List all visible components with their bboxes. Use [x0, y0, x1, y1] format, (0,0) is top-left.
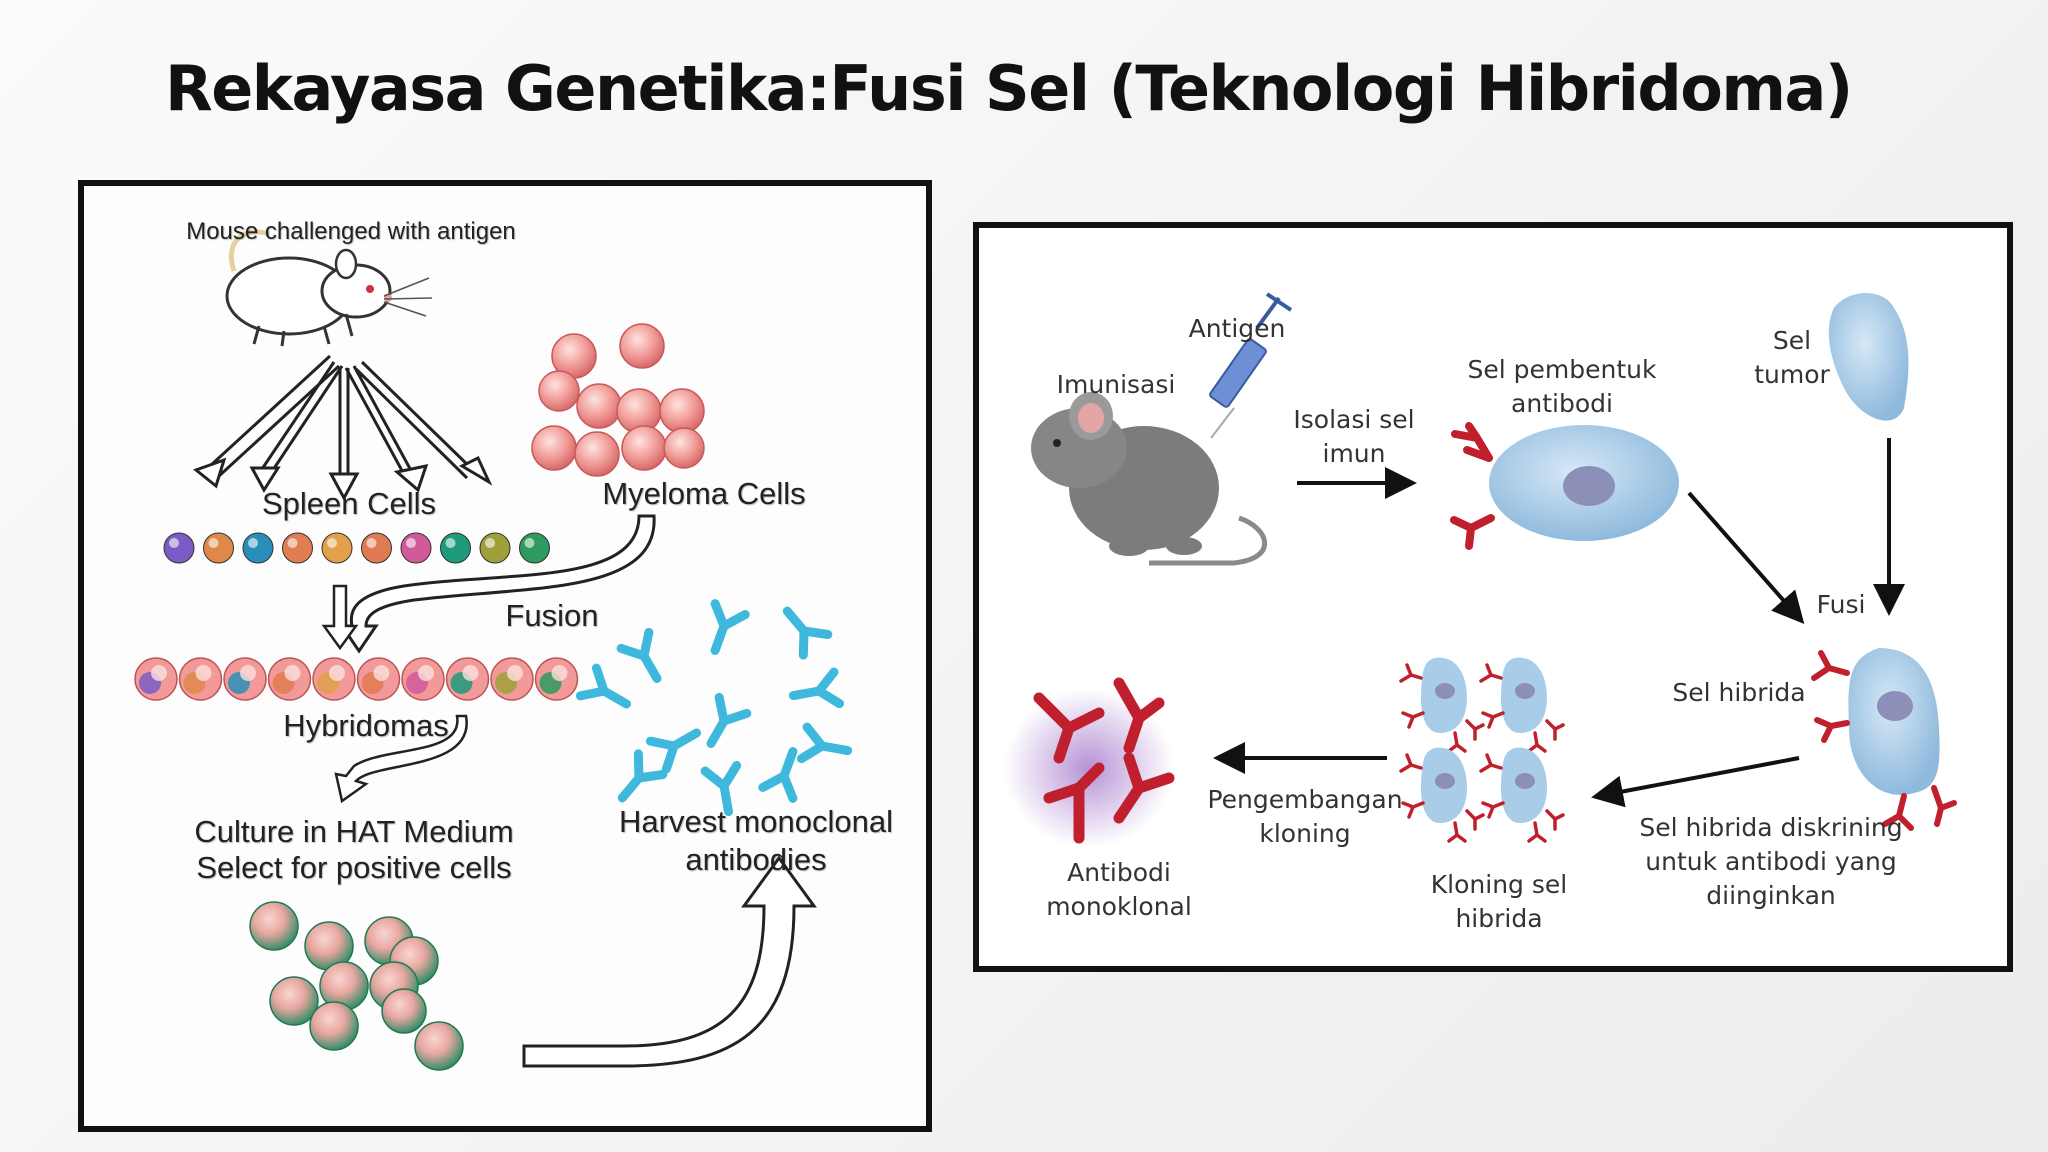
slide-title: Rekayasa Genetika:Fusi Sel (Teknologi Hi…	[165, 52, 1853, 125]
cloned-hybrid-cell	[1399, 657, 1485, 753]
antibody-icon	[706, 692, 752, 749]
antibody-icon	[700, 760, 742, 817]
antibody-icon	[758, 747, 798, 803]
myeloma-cells-label: Myeloma Cells	[602, 476, 806, 511]
spleen-cell	[400, 532, 432, 564]
screened-label-line2: untuk antibodi yang	[1645, 847, 1897, 876]
antibody-cell-label-line1: Sel pembentuk	[1467, 355, 1657, 384]
mouse-label: Mouse challenged with antigen	[186, 218, 516, 245]
fusion-label: Fusion	[505, 598, 599, 633]
immunization-label: Imunisasi	[1056, 370, 1176, 399]
antibody-icon	[788, 667, 845, 709]
antibody-icon	[782, 606, 833, 660]
tumor-label-line2: tumor	[1754, 360, 1830, 389]
development-label-line1: Pengembangan	[1207, 785, 1403, 814]
hybridoma-cells-row	[134, 657, 579, 701]
antibody-producing-cell	[1450, 422, 1679, 550]
antibody-icon	[796, 722, 853, 764]
screened-label-line3: diinginkan	[1706, 881, 1836, 910]
screened-label-line1: Sel hibrida diskrining	[1639, 813, 1903, 842]
antibody-icon	[617, 749, 668, 803]
fusion-arrow	[339, 514, 656, 654]
harvest-arrow	[522, 855, 817, 1068]
culture-label-line2: Select for positive cells	[196, 850, 512, 885]
hybridoma-process-diagram-right: Imunisasi Antigen Isolasi sel imun Sel p…	[973, 222, 2013, 972]
spleen-cell	[203, 532, 234, 564]
spleen-cell	[519, 532, 550, 564]
spleen-cells-row	[163, 532, 550, 564]
antibody-cell-label-line2: antibodi	[1511, 389, 1613, 418]
monoclonal-antibodies-group	[575, 599, 853, 817]
tumor-cell	[1828, 293, 1909, 421]
down-arrow-to-culture	[334, 714, 468, 804]
down-arrow-to-hybridomas	[321, 584, 359, 651]
harvest-label-line1: Harvest monoclonal	[619, 804, 893, 839]
monoclonal-antibodies-group	[1004, 677, 1175, 848]
culture-cells-cluster	[249, 901, 464, 1071]
hybrid-cell-label: Sel hibrida	[1672, 678, 1806, 707]
grey-mouse-icon	[1031, 392, 1268, 566]
white-mouse-icon	[225, 229, 433, 347]
antigen-label: Antigen	[1188, 314, 1286, 343]
spleen-cell	[440, 532, 471, 564]
hybridomas-label: Hybridomas	[283, 708, 449, 743]
antibody-icon	[645, 728, 702, 774]
syringe-icon	[1209, 292, 1293, 439]
monoclonal-label-line1: Antibodi	[1067, 858, 1171, 887]
left-diagram-illustration	[134, 229, 853, 1071]
fusion-label: Fusi	[1816, 590, 1866, 619]
process-arrows	[1213, 438, 1905, 808]
harvest-label-line2: antibodies	[685, 842, 827, 877]
cloned-hybrid-cells	[1399, 657, 1565, 843]
cloned-hybrid-cell	[1479, 657, 1565, 753]
antibody-icon	[575, 663, 632, 709]
tumor-label-line1: Sel	[1772, 326, 1812, 355]
spleen-cell	[321, 532, 353, 564]
spleen-cell	[479, 532, 511, 564]
right-diagram-illustration	[1004, 292, 1957, 848]
isolation-label-line2: imun	[1322, 439, 1386, 468]
development-label-line2: kloning	[1259, 819, 1351, 848]
hybridoma-process-diagram-left: Mouse challenged with antigen Spleen Cel…	[78, 180, 932, 1132]
cloning-label-line1: Kloning sel	[1430, 870, 1568, 899]
spleen-cell	[163, 532, 195, 564]
culture-label-line1: Culture in HAT Medium	[194, 814, 514, 849]
cloned-hybrid-cell	[1399, 747, 1485, 843]
antibody-icon	[710, 599, 750, 655]
cloning-label-line2: hibrida	[1455, 904, 1543, 933]
myeloma-cells-cluster	[531, 323, 705, 477]
spleen-cell	[242, 532, 274, 564]
monoclonal-label-line2: monoklonal	[1046, 892, 1192, 921]
spleen-cells-label: Spleen Cells	[261, 486, 437, 521]
branching-arrows	[192, 354, 493, 502]
spleen-cell	[361, 532, 392, 564]
antibody-icon	[616, 627, 662, 684]
isolation-label-line1: Isolasi sel	[1293, 405, 1415, 434]
hybrid-cell	[1811, 648, 1957, 831]
cloned-hybrid-cell	[1479, 747, 1565, 843]
spleen-cell	[282, 532, 313, 564]
